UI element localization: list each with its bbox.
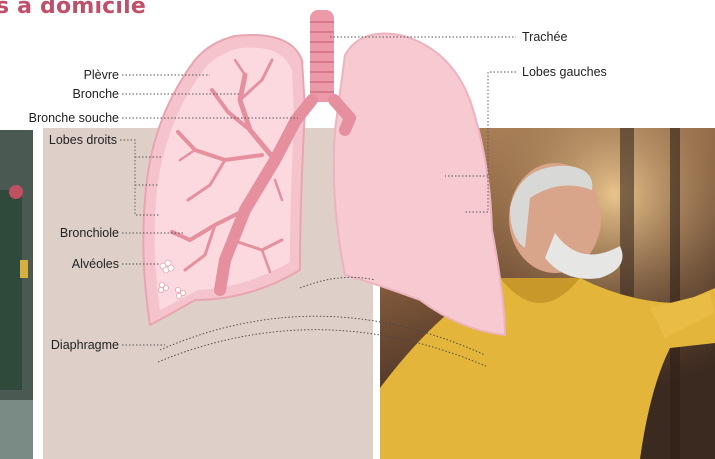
label-bronchiole: Bronchiole	[60, 226, 119, 240]
label-bronche-souche: Bronche souche	[29, 111, 119, 125]
label-diaphragme: Diaphragme	[51, 338, 119, 352]
trachea	[310, 10, 334, 102]
label-bronche: Bronche	[72, 87, 119, 101]
label-trachee: Trachée	[522, 30, 567, 44]
label-alveoles: Alvéoles	[72, 257, 119, 271]
diaphragm-outline	[158, 316, 488, 367]
label-lobes-droits: Lobes droits	[49, 133, 117, 147]
label-lobes-gauches: Lobes gauches	[522, 65, 607, 79]
left-lung	[334, 34, 505, 335]
label-plevre: Plèvre	[84, 68, 119, 82]
